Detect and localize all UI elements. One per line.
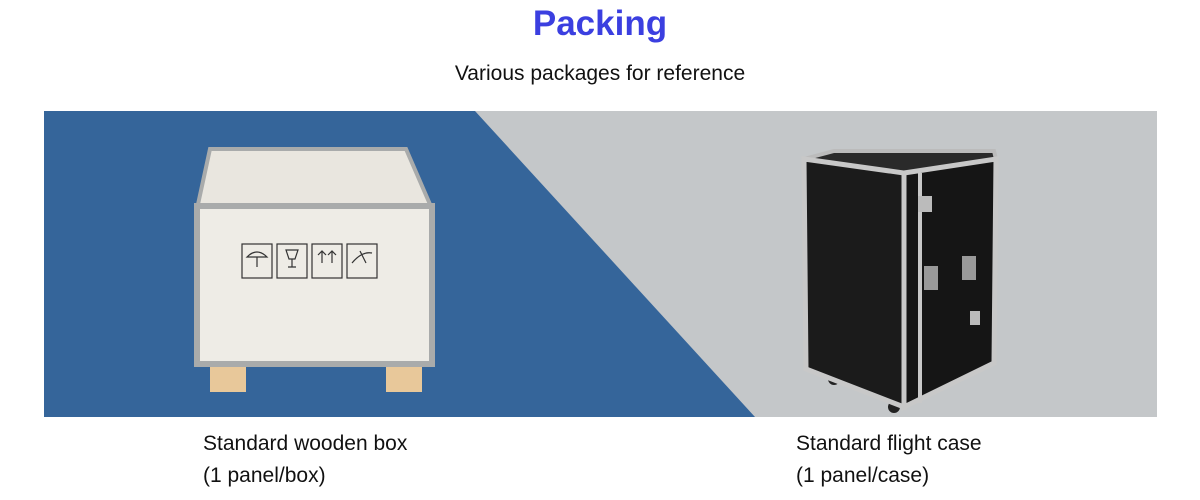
wooden-box-image: [194, 147, 436, 392]
packages-banner: [44, 111, 1157, 417]
package-detail: (1 panel/box): [203, 464, 326, 487]
package-detail: (1 panel/case): [796, 464, 930, 487]
page-title: Packing: [532, 4, 668, 43]
package-caption-flight-case: Standard flight case (1 panel/case): [796, 428, 982, 492]
package-name: Standard wooden box: [203, 432, 408, 455]
flight-case-image: [801, 149, 999, 413]
page-subtitle: Various packages for reference: [454, 62, 746, 85]
package-name: Standard flight case: [796, 432, 982, 455]
package-caption-wooden-box: Standard wooden box (1 panel/box): [203, 428, 407, 492]
